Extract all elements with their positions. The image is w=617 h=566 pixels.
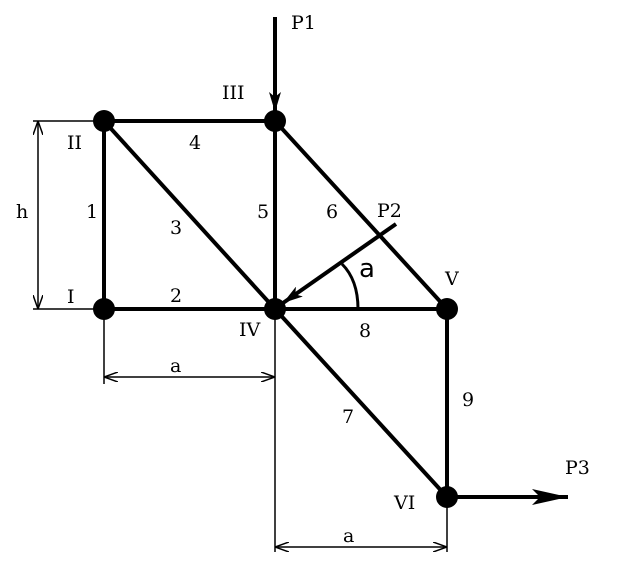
member-label-6: 6 [326, 201, 338, 223]
dimension-lines [33, 120, 448, 552]
joint-II [93, 110, 115, 132]
dimension-label-h: h [16, 201, 28, 223]
member-7 [273, 307, 449, 499]
angle-label: a [359, 254, 375, 284]
member-label-1: 1 [86, 201, 98, 223]
member-label-2: 2 [170, 285, 182, 307]
node-label-III: III [222, 82, 245, 104]
joint-III [264, 110, 286, 132]
angle-arc [340, 262, 360, 310]
node-label-IV: IV [239, 319, 261, 341]
node-label-II: II [67, 132, 82, 154]
node-label-I: I [67, 286, 75, 308]
node-label-VI: VI [393, 492, 415, 514]
joint-V [436, 298, 458, 320]
dimension-label-a-top: a [170, 355, 181, 377]
load-p2-arrow [281, 222, 398, 305]
truss-members [102, 119, 449, 499]
member-3 [102, 119, 277, 311]
dimension-label-a-bottom: a [343, 525, 354, 547]
member-label-7: 7 [342, 406, 354, 428]
load-label-p1: P1 [291, 12, 316, 34]
member-label-5: 5 [257, 201, 269, 223]
joint-IV [264, 298, 286, 320]
joints [93, 110, 458, 508]
load-label-p3: P3 [565, 457, 590, 479]
joint-I [93, 298, 115, 320]
member-label-8: 8 [359, 320, 371, 342]
node-label-V: V [444, 268, 459, 290]
member-6 [273, 119, 449, 311]
member-label-3: 3 [170, 217, 182, 239]
joint-VI [436, 486, 458, 508]
loads [269, 17, 568, 505]
member-label-4: 4 [189, 132, 201, 154]
member-label-9: 9 [462, 389, 474, 411]
load-label-p2: P2 [377, 200, 402, 222]
